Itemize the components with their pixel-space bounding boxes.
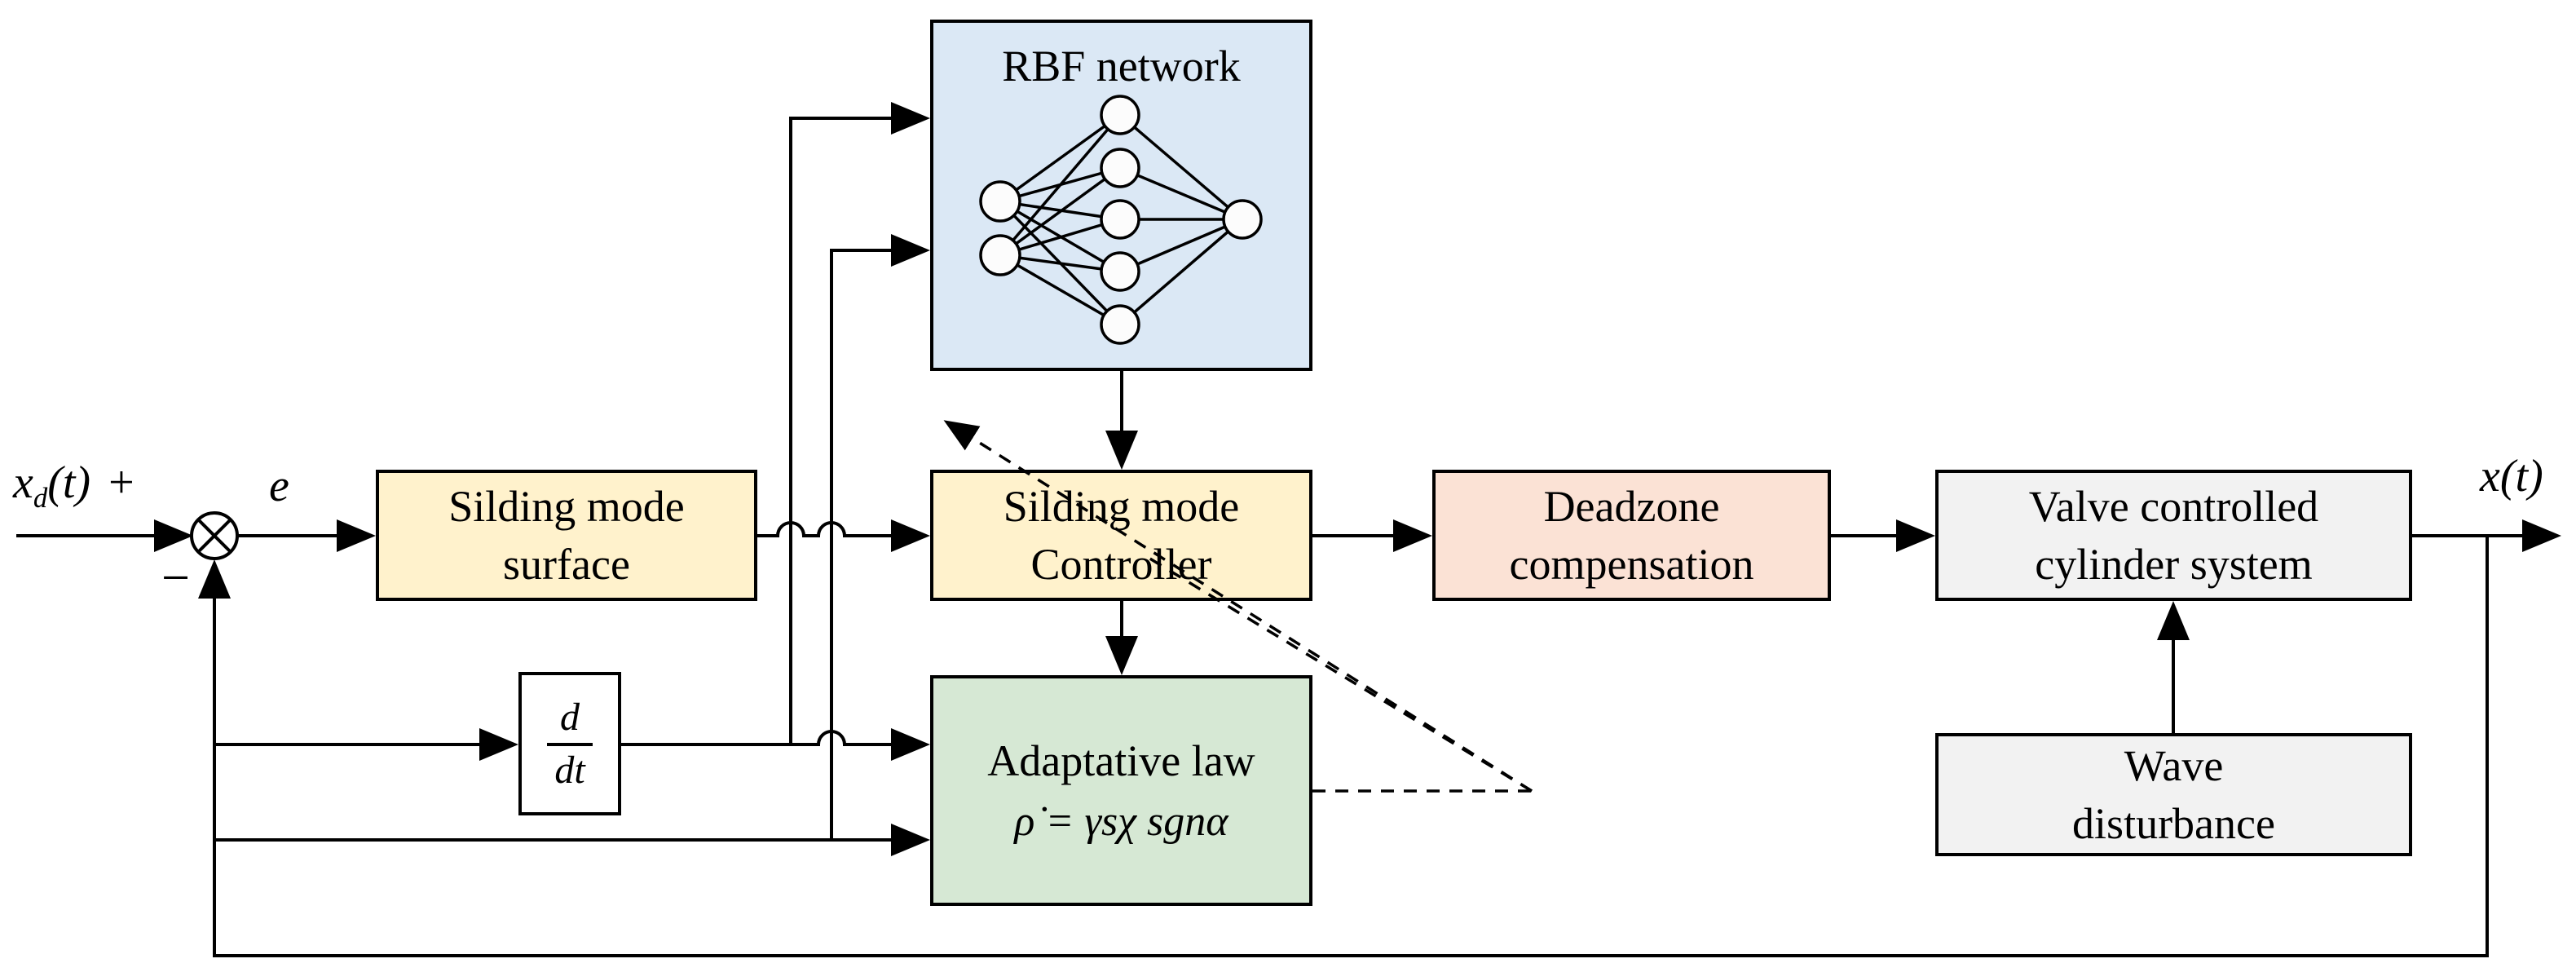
plus-sign: + <box>108 457 135 508</box>
controller-label-line2: Controller <box>1030 539 1212 589</box>
setpoint-var: x <box>13 457 33 508</box>
setpoint-subscript: d <box>33 482 48 515</box>
adaptive-formula: ρ̇ = γsχ sgnα <box>1014 797 1228 845</box>
wave-label-line1: Wave <box>2124 741 2224 791</box>
adaptive-label: Adaptative law <box>987 736 1255 785</box>
riser-to-rbf-input2 <box>830 234 930 840</box>
line-surface-to-controller <box>757 519 930 552</box>
rbf-title: RBF network <box>1002 42 1241 91</box>
controller-label-line1: Silding mode <box>1003 482 1240 532</box>
deadzone-label-line2: compensation <box>1509 539 1754 589</box>
adaptive-law-block: Adaptative law ρ̇ = γsχ sgnα <box>930 675 1312 906</box>
sliding-mode-controller-block: Silding mode Controller <box>930 470 1312 601</box>
surface-label-line2: surface <box>503 539 630 589</box>
riser-to-rbf-input1 <box>789 102 930 744</box>
wave-label-line2: disturbance <box>2072 798 2275 848</box>
derivative-denominator: dt <box>554 749 585 792</box>
valve-label-line1: Valve controlled <box>2028 482 2319 532</box>
derivative-numerator: d <box>547 695 593 746</box>
minus-sign: − <box>161 550 190 606</box>
output-label: x(t) <box>2480 451 2543 501</box>
setpoint-label: xd(t) + <box>13 457 135 515</box>
sum-junction <box>190 511 239 560</box>
derivative-block: d dt <box>518 672 621 815</box>
line-derivative-to-adaptive <box>621 728 930 761</box>
wave-disturbance-block: Wave disturbance <box>1935 733 2412 856</box>
rbf-network-block: RBF network <box>930 20 1312 371</box>
deadzone-compensation-block: Deadzone compensation <box>1432 470 1831 601</box>
setpoint-paren: (t) <box>47 457 91 508</box>
surface-label-line1: Silding mode <box>448 482 685 532</box>
derivative-fraction: d dt <box>547 695 593 793</box>
valve-cylinder-block: Valve controlled cylinder system <box>1935 470 2412 601</box>
sliding-mode-surface-block: Silding mode surface <box>376 470 757 601</box>
error-label: e <box>269 461 289 511</box>
deadzone-label-line1: Deadzone <box>1543 482 1720 532</box>
valve-label-line2: cylinder system <box>2035 539 2313 589</box>
